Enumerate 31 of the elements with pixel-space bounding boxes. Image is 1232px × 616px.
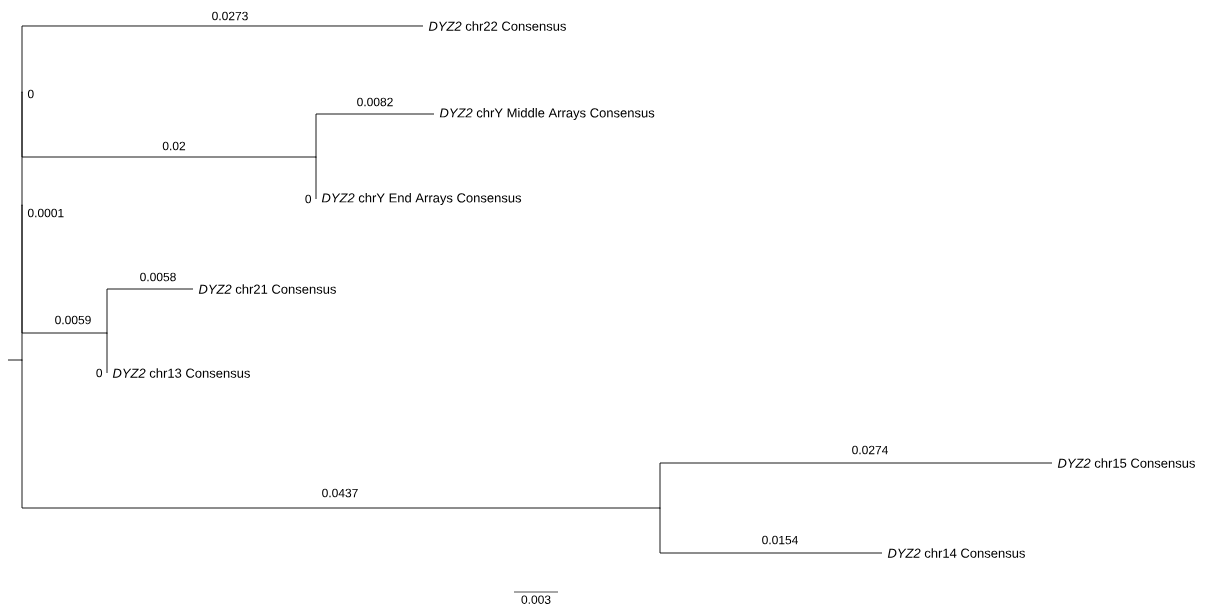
- branch-line: [106, 332, 108, 374]
- branch-length: 0.0273: [210, 10, 250, 22]
- leaf-label: DYZ2 chr21 Consensus: [198, 284, 336, 294]
- branch-line: [7, 359, 23, 361]
- branch-length: 0.0274: [850, 444, 890, 456]
- branch-length: 0.02: [161, 140, 187, 152]
- branch-line: [21, 204, 108, 334]
- branch-line: [659, 462, 1053, 509]
- branch-line: [21, 25, 424, 93]
- branch-line: [106, 288, 194, 334]
- branch-length: 0: [303, 193, 313, 205]
- leaf-label: DYZ2 chr22 Consensus: [428, 21, 566, 31]
- branch-length: 0: [26, 88, 36, 100]
- leaf-label: DYZ2 chrY End Arrays Consensus: [321, 192, 522, 206]
- branch-length: 0.0082: [355, 96, 395, 108]
- branch-line: [315, 156, 317, 200]
- scale-bar: 0.003: [513, 591, 559, 604]
- branch-length: 0.0154: [760, 534, 800, 546]
- leaf-label: DYZ2 chr14 Consensus: [887, 548, 1025, 558]
- branch-line: [659, 507, 883, 554]
- leaf-label: DYZ2 chrY Middle Arrays Consensus: [439, 107, 655, 121]
- branch-length: 0.0058: [138, 271, 178, 283]
- branch-length: 0.0437: [320, 487, 360, 499]
- branch-line: [315, 113, 435, 158]
- leaf-label: DYZ2 chr13 Consensus: [112, 368, 250, 378]
- branch-length: 0.0001: [26, 207, 66, 219]
- branch-length: 0: [94, 367, 104, 379]
- branch-line: [21, 91, 317, 158]
- leaf-label: DYZ2 chr15 Consensus: [1057, 458, 1195, 468]
- branch-length: 0.0059: [53, 314, 93, 326]
- branch-line: [21, 359, 661, 509]
